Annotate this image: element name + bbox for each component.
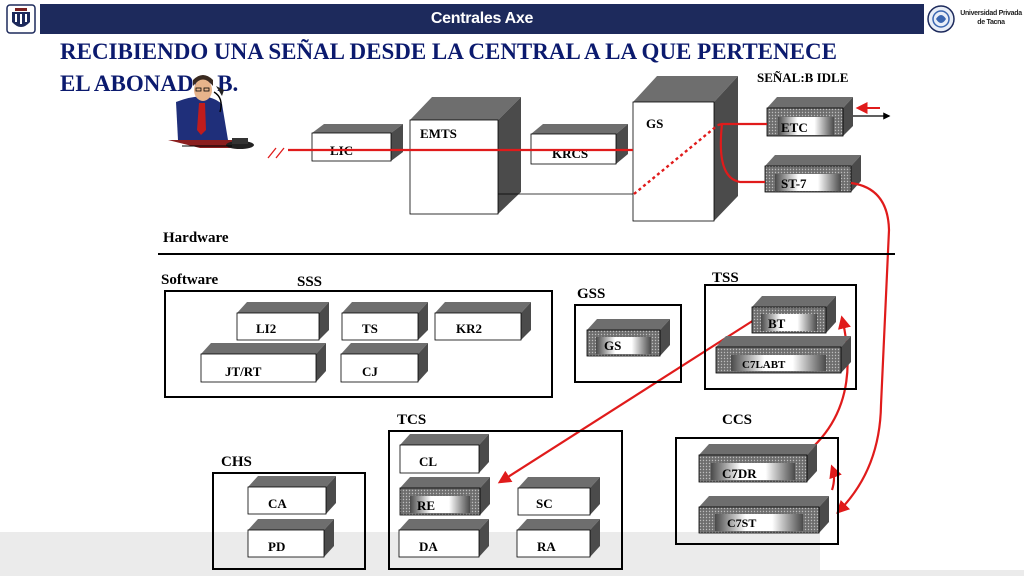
software-label: Software: [161, 272, 219, 288]
line-break-mark: [267, 147, 285, 159]
block-c7dr-label: C7DR: [722, 466, 757, 481]
university-seal-icon: [927, 5, 955, 33]
header-bar: Centrales Axe: [40, 4, 924, 34]
block-cj-label: CJ: [362, 364, 378, 379]
block-gs: GS: [586, 319, 670, 357]
block-kr2-label: KR2: [456, 321, 482, 336]
block-ts: TS: [341, 302, 428, 341]
university-name: Universidad Privada de Tacna: [960, 10, 1022, 26]
block-li2-label: LI2: [256, 321, 276, 336]
block-da-label: DA: [419, 539, 438, 554]
chs-label: CHS: [221, 454, 252, 470]
block-bt: BT: [751, 296, 836, 334]
header-title: Centrales Axe: [430, 10, 534, 27]
ccs-container: [675, 437, 839, 545]
block-c7dr: C7DR: [698, 444, 817, 483]
block-kr2: KR2: [434, 302, 531, 341]
subscriber-phone-icon: [168, 75, 254, 149]
block-cj: CJ: [340, 343, 428, 383]
block-c7labt: C7LABT: [715, 336, 851, 374]
block-ca: CA: [247, 476, 336, 515]
hardware-emts-box: EMTS: [409, 97, 521, 215]
tcs-label: TCS: [397, 412, 426, 428]
sss-container: [164, 290, 553, 398]
block-sc-label: SC: [536, 496, 553, 511]
block-re: RE: [399, 477, 490, 516]
slide-title-line-1: RECIBIENDO UNA SEÑAL DESDE LA CENTRAL A …: [60, 39, 837, 64]
tcs-container: [388, 430, 623, 570]
hardware-label: Hardware: [163, 230, 229, 246]
block-bt-label: BT: [768, 316, 786, 331]
chs-container: [212, 472, 366, 570]
hardware-gs-label: GS: [646, 116, 663, 131]
block-ts-label: TS: [362, 321, 378, 336]
ccs-label: CCS: [722, 412, 752, 428]
hardware-gs-box: GS: [632, 76, 738, 222]
tss-label: TSS: [712, 270, 739, 286]
block-pd-label: PD: [268, 539, 285, 554]
block-da: DA: [398, 519, 489, 558]
hardware-emts-label: EMTS: [420, 126, 457, 141]
slide-title: RECIBIENDO UNA SEÑAL DESDE LA CENTRAL A …: [60, 36, 960, 100]
tss-container: [704, 284, 857, 390]
hardware-etc-box: ETC: [766, 97, 853, 137]
sss-label: SSS: [297, 274, 322, 290]
signal-label: SEÑAL:B IDLE: [757, 70, 848, 85]
block-ca-label: CA: [268, 496, 287, 511]
hardware-krcs-label: KRCS: [552, 146, 588, 161]
block-jtrt: JT/RT: [200, 343, 326, 383]
gss-container: [574, 304, 682, 383]
hardware-st7-label: ST-7: [781, 176, 807, 191]
block-cl: CL: [399, 434, 489, 474]
block-li2: LI2: [236, 302, 329, 341]
hardware-krcs-box: KRCS: [530, 124, 628, 165]
block-ra: RA: [516, 519, 600, 558]
hardware-st7-box: ST-7: [764, 155, 861, 193]
hardware-etc-label: ETC: [781, 120, 808, 135]
block-sc: SC: [517, 477, 600, 516]
block-re-label: RE: [417, 498, 435, 513]
university-crest-icon: [6, 4, 36, 34]
block-c7labt-label: C7LABT: [742, 359, 786, 371]
hardware-lic-box: LIC: [311, 124, 403, 162]
gss-label: GSS: [577, 286, 605, 302]
block-pd: PD: [247, 519, 334, 558]
block-c7st-label: C7ST: [727, 516, 756, 530]
block-jtrt-label: JT/RT: [225, 364, 262, 379]
block-gs-label: GS: [604, 338, 621, 353]
block-ra-label: RA: [537, 539, 556, 554]
block-c7st: C7ST: [698, 496, 829, 534]
block-cl-label: CL: [419, 454, 437, 469]
footer-band-right: [820, 570, 1024, 576]
